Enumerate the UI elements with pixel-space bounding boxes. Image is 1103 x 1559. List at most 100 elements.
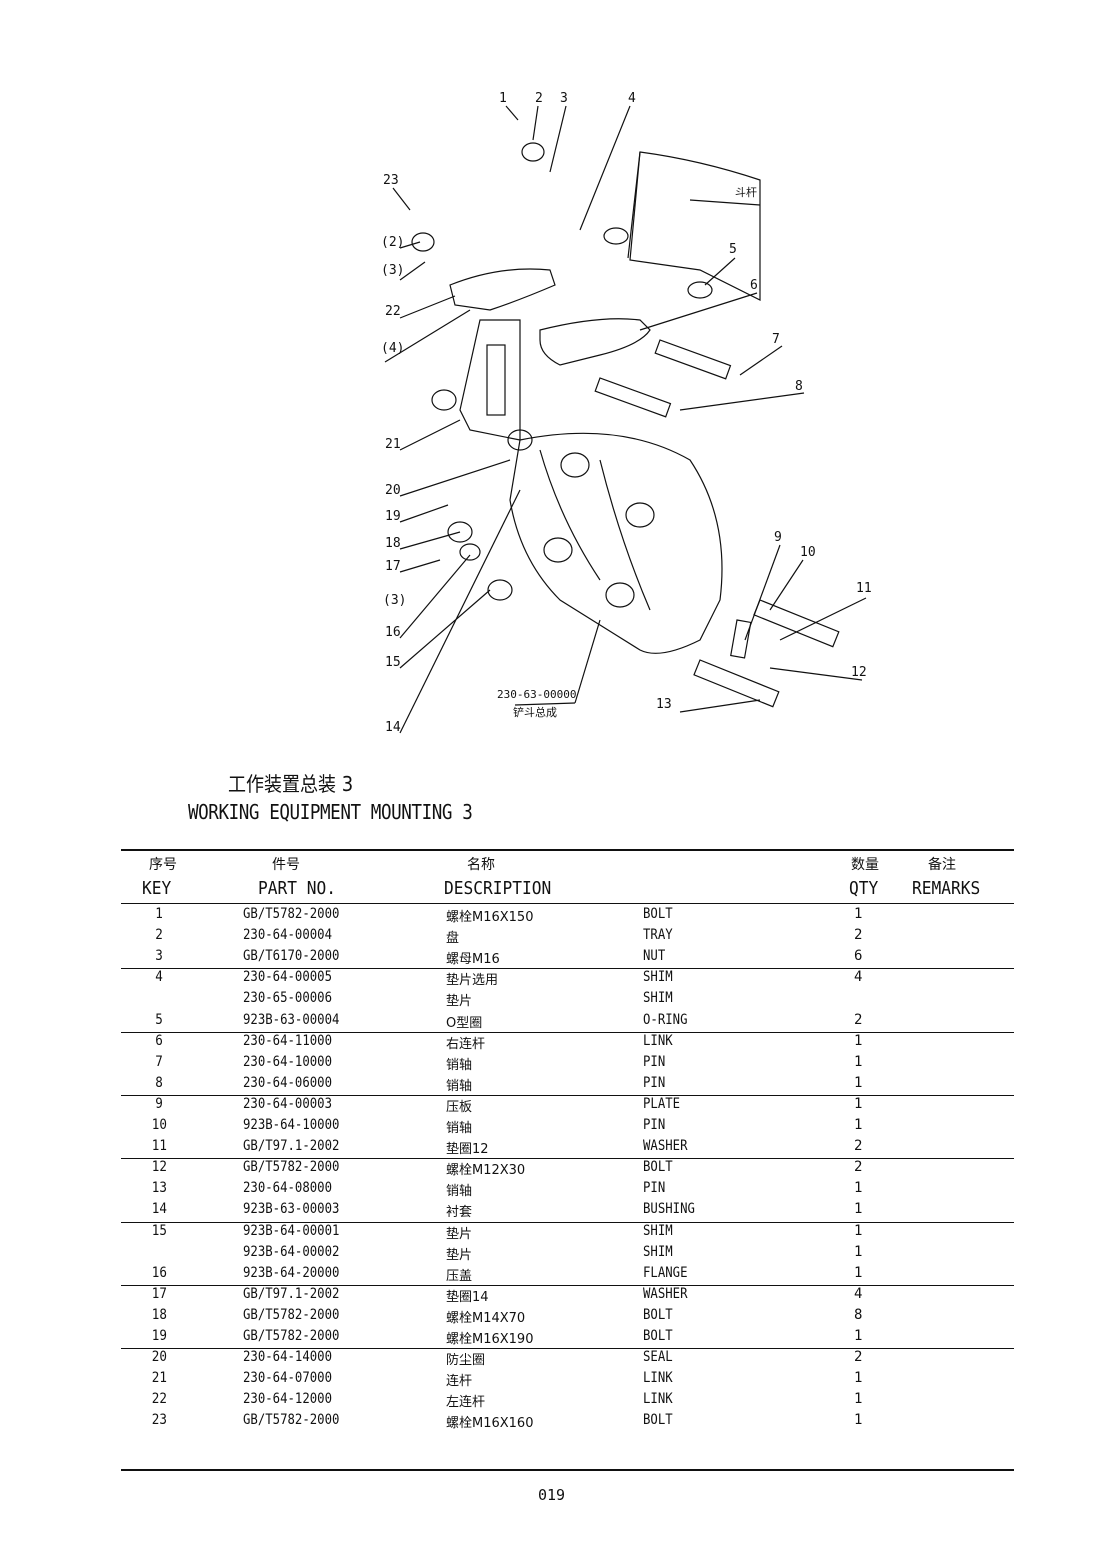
row-part-number: 923B-64-10000 — [243, 1117, 340, 1133]
row-description-en: SEAL — [643, 1349, 673, 1366]
row-description-en: PIN — [643, 1180, 666, 1197]
row-description-en: BUSHING — [643, 1201, 695, 1218]
row-description-cn: 压盖 — [446, 1268, 473, 1284]
row-description-en: PIN — [643, 1074, 666, 1091]
row-quantity: 1 — [854, 1053, 863, 1070]
left-link-shape — [449, 268, 556, 311]
row-description-en: BOLT — [643, 906, 673, 922]
row-part-number: 230-64-00005 — [243, 969, 333, 986]
row-key: 3 — [155, 948, 163, 965]
callout-22: 21 — [385, 437, 401, 452]
row-description-en: SHIM — [643, 1222, 673, 1239]
assembly-name: 铲斗总成 — [513, 705, 557, 719]
row-part-number: GB/T5782-2000 — [243, 1306, 340, 1323]
row-description-en: FLANGE — [643, 1264, 688, 1281]
row-part-number: 230-64-14000 — [243, 1349, 333, 1366]
row-quantity: 8 — [854, 1306, 863, 1323]
callout-14: 14 — [385, 720, 401, 735]
callout-20: 19 — [385, 509, 401, 524]
group-divider — [121, 1158, 1014, 1160]
row-key: 7 — [155, 1053, 163, 1070]
table-row: 923B-64-00002 垫片 SHIM 1 — [121, 1242, 1014, 1263]
row-quantity: 2 — [854, 1138, 863, 1155]
callout-26: (2) — [381, 235, 404, 250]
row-quantity: 2 — [854, 927, 863, 944]
callout-2: 2 — [535, 91, 543, 106]
row-quantity: 1 — [854, 1117, 863, 1133]
right-link-shape — [539, 318, 651, 366]
row-description-en: LINK — [643, 1032, 673, 1049]
row-key: 1 — [155, 906, 163, 922]
callout-7: 7 — [772, 332, 780, 347]
callout-27: 23 — [383, 173, 399, 188]
row-description-en: WASHER — [643, 1138, 688, 1155]
row-quantity: 4 — [854, 969, 863, 986]
table-top-rule — [121, 849, 1014, 851]
row-quantity: 1 — [854, 1243, 863, 1260]
row-part-number: 923B-64-00002 — [243, 1243, 340, 1260]
row-part-number: 230-64-11000 — [243, 1032, 333, 1049]
title-chinese: 工作装置总装 3 — [228, 772, 354, 796]
plate-9-shape — [730, 619, 752, 659]
row-key: 19 — [151, 1328, 167, 1344]
pin-13-shape — [693, 659, 780, 708]
row-key: 21 — [151, 1370, 167, 1387]
callout-24: 22 — [385, 304, 401, 319]
row-description-en: PLATE — [643, 1095, 681, 1112]
row-key: 22 — [151, 1391, 167, 1408]
header-qty-en: QTY — [849, 878, 879, 899]
row-key: 15 — [151, 1222, 167, 1239]
row-part-number: GB/T6170-2000 — [243, 948, 340, 965]
row-description-en: SHIM — [643, 1243, 673, 1260]
row-key: 5 — [155, 1011, 163, 1028]
callout-25: (3) — [381, 263, 404, 278]
row-description-cn: 螺栓M16X190 — [446, 1332, 534, 1347]
row-part-number: GB/T5782-2000 — [243, 1412, 340, 1429]
row-key: 8 — [155, 1074, 163, 1091]
row-quantity: 1 — [854, 1412, 863, 1429]
callout-19: 18 — [385, 536, 401, 551]
row-description-cn: 螺母M16 — [446, 952, 500, 968]
row-description-cn: 垫圈12 — [446, 1142, 489, 1158]
row-description-cn: 垫片 — [446, 1247, 473, 1263]
row-part-number: 923B-64-00001 — [243, 1222, 340, 1239]
callout-11: 11 — [856, 581, 872, 596]
row-part-number: 923B-63-00004 — [243, 1011, 340, 1028]
group-divider — [121, 1284, 1014, 1286]
row-description-en: SHIM — [643, 969, 673, 986]
row-quantity: 1 — [854, 906, 863, 922]
row-description-cn: 螺栓M16X150 — [446, 910, 534, 925]
pin-8-shape — [594, 377, 672, 418]
row-description-cn: 销轴 — [446, 1078, 473, 1094]
row-description-en: BOLT — [643, 1159, 673, 1176]
row-description-cn: 螺栓M14X70 — [446, 1310, 526, 1326]
row-key: 2 — [155, 927, 163, 944]
row-quantity: 1 — [854, 1032, 863, 1049]
callout-21: 20 — [385, 483, 401, 498]
row-description-en: NUT — [643, 948, 666, 965]
header-key-cn: 序号 — [149, 857, 177, 873]
callout-5: 5 — [729, 242, 737, 257]
callout-6: 6 — [750, 278, 758, 293]
row-part-number: 230-64-12000 — [243, 1391, 333, 1408]
row-quantity: 1 — [854, 1222, 863, 1239]
row-key: 4 — [155, 969, 163, 986]
row-part-number: GB/T5782-2000 — [243, 1159, 340, 1176]
header-bottom-rule — [121, 903, 1014, 904]
row-quantity: 1 — [854, 1074, 863, 1091]
row-part-number: 230-64-10000 — [243, 1053, 333, 1070]
row-description-cn: 衬套 — [446, 1205, 473, 1221]
row-key: 20 — [151, 1349, 167, 1366]
